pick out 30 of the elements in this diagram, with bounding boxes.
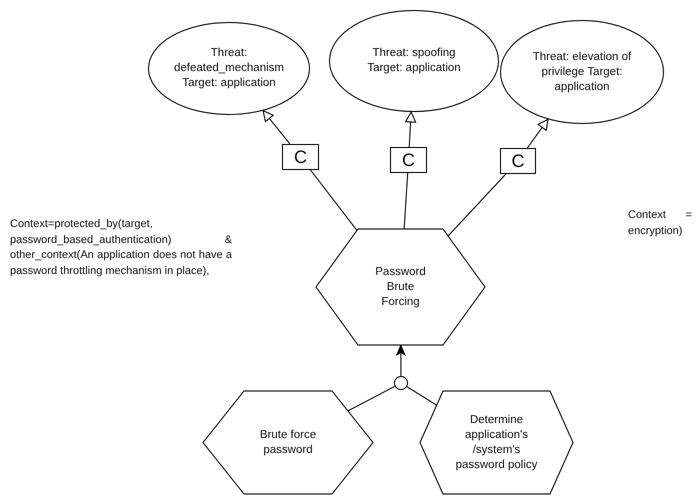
condition-box	[390, 147, 427, 173]
context-note: Context=protected_by(target, password_based_authentication) & other_context(An application does not have a password throttling mechanism in place),	[10, 217, 232, 278]
node-text: Password Brute Forcing	[374, 264, 427, 310]
junction-circle	[394, 376, 408, 390]
arrow	[526, 118, 548, 148]
connector-line	[347, 386, 396, 412]
node-text: C	[294, 150, 307, 164]
node-text: Threat: elevation of privilege Target: application	[532, 50, 632, 94]
connector-line	[404, 172, 408, 230]
node-text: C	[512, 154, 524, 168]
attack-hexagon	[316, 229, 485, 345]
condition-box	[500, 148, 536, 174]
node-text: Brute force password	[258, 428, 318, 458]
node-text: Threat: spoofing Target: application	[366, 46, 462, 76]
node-text: C	[402, 152, 415, 168]
node-text: Threat: defeated_mechanism Target: application	[173, 46, 285, 91]
arrow	[396, 344, 406, 376]
condition-box	[282, 144, 319, 170]
arrow	[405, 111, 416, 148]
arrow	[262, 110, 290, 144]
threat-ellipse	[329, 10, 499, 112]
context-note: Context = encryption)	[628, 208, 692, 238]
connector-line	[406, 386, 438, 406]
threat-ellipse	[148, 22, 310, 115]
threat-ellipse	[500, 20, 664, 124]
attack-hexagon	[203, 391, 373, 494]
node-text: Determine application's /system's password policy	[454, 412, 538, 472]
connector-line	[448, 174, 506, 236]
connector-line	[310, 170, 358, 231]
attack-hexagon	[420, 391, 573, 494]
